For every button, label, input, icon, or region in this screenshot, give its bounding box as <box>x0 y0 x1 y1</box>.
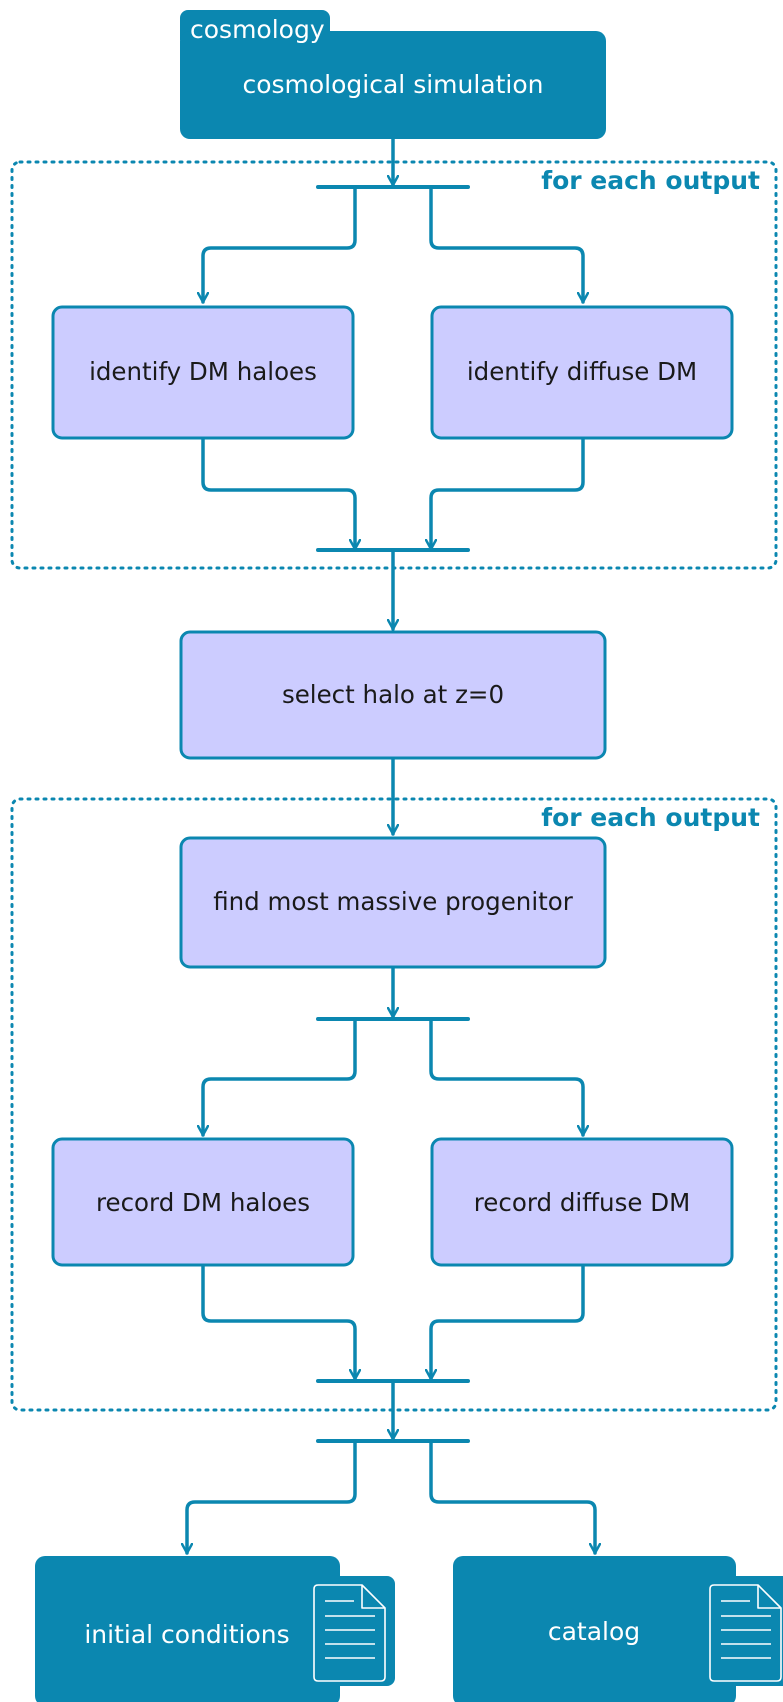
output-initial-conditions-label: initial conditions <box>84 1620 289 1649</box>
output-catalog-box <box>453 1556 736 1702</box>
node-record-diffuse-dm-label: record diffuse DM <box>474 1188 690 1217</box>
node-find-progenitor[interactable]: find most massive progenitor <box>179 836 607 969</box>
output-initial-conditions-box <box>35 1556 340 1702</box>
output-initial-conditions[interactable]: initial conditions <box>35 1556 395 1702</box>
loop-group-2-label: for each output <box>541 803 760 832</box>
node-identify-dm-haloes[interactable]: identify DM haloes <box>51 305 355 440</box>
node-record-dm-haloes-label: record DM haloes <box>96 1188 310 1217</box>
cosmology-title: cosmological simulation <box>242 70 543 99</box>
output-catalog-label: catalog <box>548 1617 640 1646</box>
node-record-dm-haloes[interactable]: record DM haloes <box>51 1137 355 1267</box>
cosmology-tab-label: cosmology <box>190 15 325 44</box>
node-identify-dm-haloes-label: identify DM haloes <box>89 357 317 386</box>
cosmology-box <box>180 31 606 139</box>
node-select-halo[interactable]: select halo at z=0 <box>179 630 607 760</box>
node-record-diffuse-dm[interactable]: record diffuse DM <box>430 1137 734 1267</box>
node-find-progenitor-label: find most massive progenitor <box>213 887 574 916</box>
node-select-halo-label: select halo at z=0 <box>282 680 504 709</box>
loop-group-1-label: for each output <box>541 166 760 195</box>
node-identify-diffuse-dm[interactable]: identify diffuse DM <box>430 305 734 440</box>
output-catalog[interactable]: catalog <box>453 1556 783 1702</box>
loop-group-2 <box>10 797 778 1412</box>
node-identify-diffuse-dm-label: identify diffuse DM <box>467 357 697 386</box>
document-icon <box>709 1584 782 1682</box>
cosmology-node[interactable]: cosmology cosmological simulation <box>180 10 606 139</box>
connectors <box>187 137 595 1555</box>
document-icon <box>313 1584 386 1682</box>
